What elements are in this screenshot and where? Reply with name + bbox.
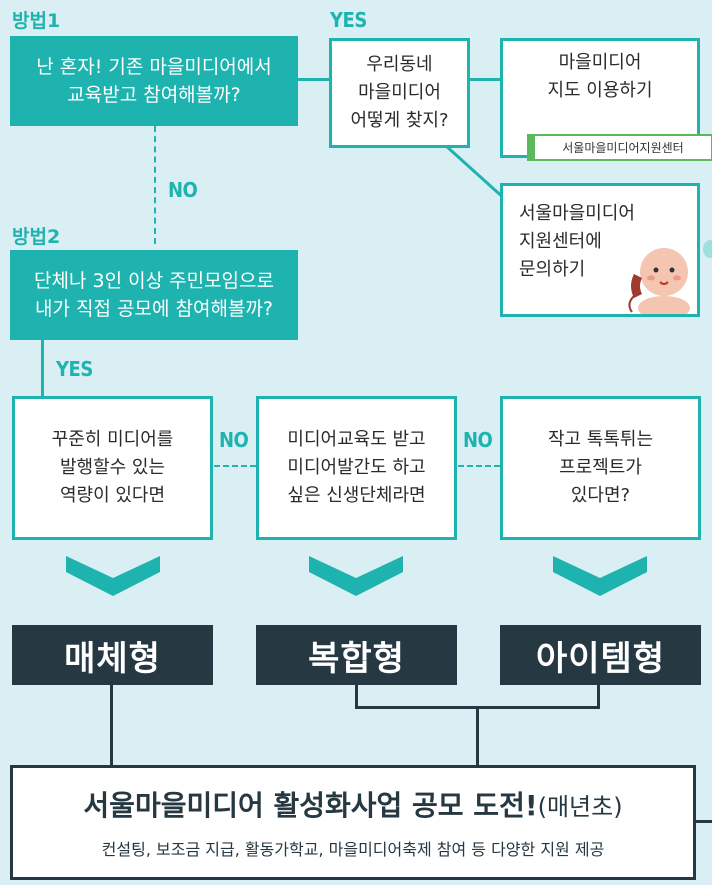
no-label-2: NO: [463, 428, 493, 452]
no-label-1: NO: [219, 428, 249, 452]
right-edge-marker: [703, 240, 712, 258]
chevron-down-icon: [66, 556, 160, 596]
connector-type2-down: [355, 684, 358, 708]
connector-type3-down: [597, 684, 600, 708]
option-box-1: 꾸준히 미디어를 발행할수 있는 역량이 있다면: [12, 396, 213, 540]
footer-title: 서울마을미디어 활성화사업 공모 도전!: [83, 789, 538, 822]
baby-phone-icon: [628, 248, 690, 314]
footer-title-suffix: (매년초): [537, 793, 623, 821]
connector-footer-right: [696, 820, 712, 823]
connector-find-to-contact: [443, 143, 508, 202]
contact-center-text: 서울마을미디어 지원센터에 문의하기: [519, 203, 635, 280]
find-media-box: 우리동네 마을미디어 어떻게 찾지?: [329, 38, 470, 148]
type-box-item: 아이템형: [500, 625, 701, 685]
connector-join-down: [476, 706, 479, 766]
connector-type1-down: [110, 684, 113, 766]
connector-m1-to-m2-dashed: [154, 126, 156, 244]
footer-box: 서울마을미디어 활성화사업 공모 도전!(매년초) 컨설팅, 보조금 지급, 활…: [10, 765, 696, 880]
center-badge: 서울마을미디어지원센터: [527, 134, 712, 161]
connector-find-to-map: [468, 78, 502, 81]
method1-question-box: 난 혼자! 기존 마을미디어에서 교육받고 참여해볼까?: [10, 36, 298, 126]
yes-left-label: YES: [56, 357, 93, 381]
method1-label: 방법1: [12, 10, 61, 32]
chevron-down-icon: [309, 556, 403, 596]
connector-opt1-opt2-dashed: [214, 465, 256, 467]
method2-label: 방법2: [12, 226, 61, 248]
connector-m2-to-options: [41, 340, 44, 396]
use-map-text: 마을미디어 지도 이용하기: [547, 52, 653, 101]
option-box-3: 작고 톡톡튀는 프로젝트가 있다면?: [500, 396, 701, 540]
chevron-down-icon: [553, 556, 647, 596]
footer-subtitle: 컨설팅, 보조금 지급, 활동가학교, 마을미디어축제 참여 등 다양한 지원 …: [101, 840, 605, 859]
footer-title-line: 서울마을미디어 활성화사업 공모 도전!(매년초): [13, 784, 693, 824]
yes-top-label: YES: [330, 8, 367, 32]
type-box-media: 매체형: [12, 625, 213, 685]
option-box-2: 미디어교육도 받고 미디어발간도 하고 싶은 신생단체라면: [256, 396, 457, 540]
method2-question-box: 단체나 3인 이상 주민모임으로 내가 직접 공모에 참여해볼까?: [10, 250, 298, 340]
type-box-complex: 복합형: [256, 625, 457, 685]
connector-opt2-opt3-dashed: [458, 465, 500, 467]
no-mid-label: NO: [168, 178, 198, 202]
connector-m1-to-find: [296, 78, 330, 81]
